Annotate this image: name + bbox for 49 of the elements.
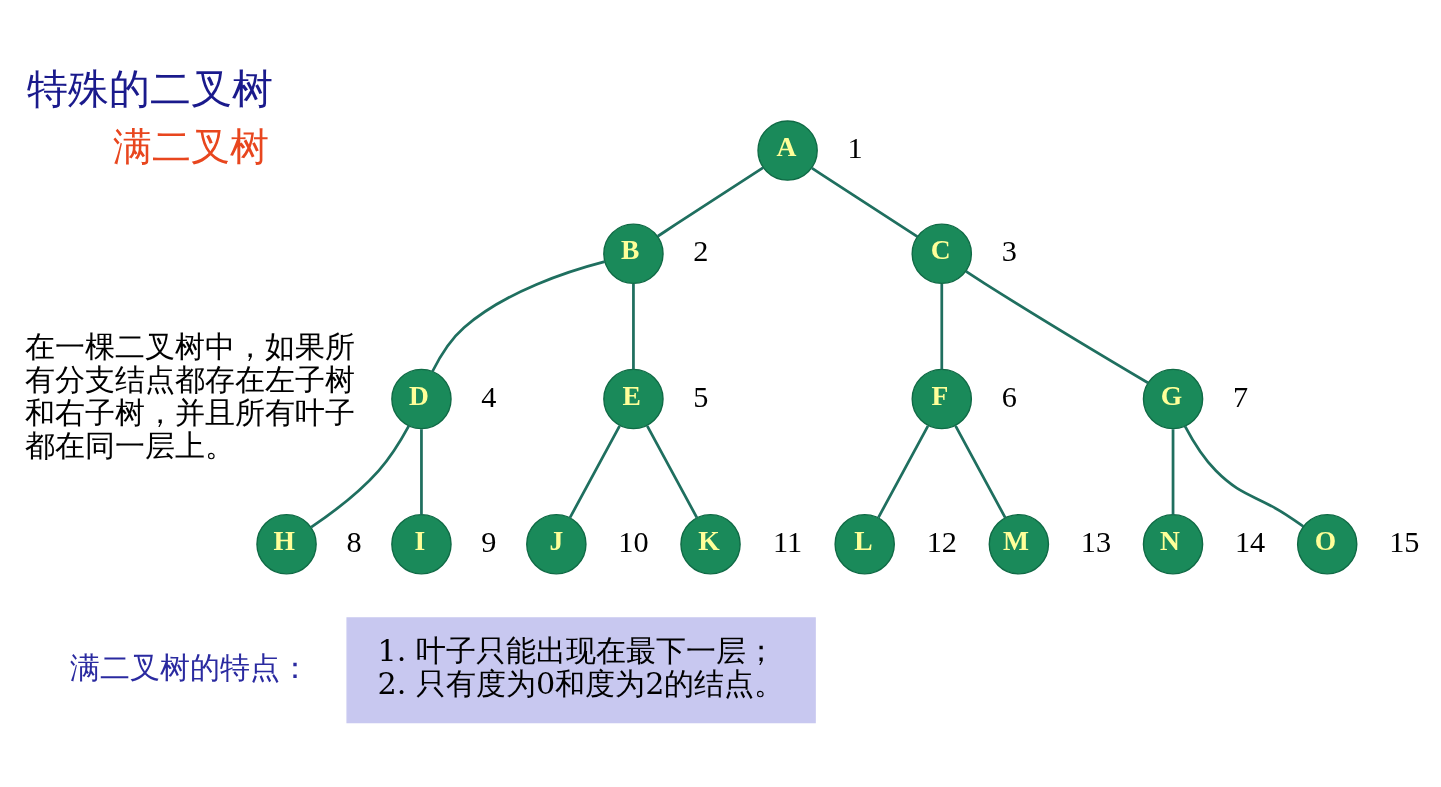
label: 满二叉树 (113, 124, 270, 170)
node-label: 14 (1234, 524, 1266, 559)
node-label: 13 (1080, 524, 1112, 559)
connector (1171, 429, 1175, 515)
node-label: 8 (346, 524, 362, 559)
node-box: 1. 叶子只能出现在最下一层； 2. 只有度为0和度为2的结点。 (346, 617, 816, 724)
connector (431, 260, 606, 373)
node-label: 3 (1001, 234, 1017, 269)
node-label: 7 (1232, 379, 1249, 414)
node-circle: H (256, 513, 317, 575)
node-circle: M (988, 513, 1050, 575)
connector (965, 270, 1149, 384)
node-circle: A (757, 120, 818, 181)
node-circle: E (603, 368, 664, 430)
node-label: 6 (1001, 379, 1017, 414)
node-circle: G (1142, 368, 1204, 430)
node-label: 2 (693, 234, 709, 269)
node-label: 10 (618, 524, 649, 559)
label: 满二叉树的特点： (69, 649, 310, 685)
node-circle: J (526, 513, 587, 575)
node-circle: B (603, 223, 664, 285)
node-circle: O (1296, 513, 1358, 575)
node-circle: C (911, 223, 973, 285)
diagram-title: 特殊的二叉树 (26, 65, 273, 114)
connector (940, 284, 944, 370)
node-circle: L (834, 513, 895, 575)
node-label: 1 (847, 131, 863, 166)
connector (811, 166, 919, 238)
node-label: 5 (693, 379, 709, 414)
node-label: 15 (1389, 524, 1420, 559)
node-label: 9 (481, 524, 497, 559)
node-circle: I (391, 513, 452, 575)
connector (568, 425, 621, 519)
connector (632, 284, 635, 370)
node-label: 11 (773, 524, 803, 559)
connector (1183, 425, 1305, 528)
label: 在一棵二叉树中，如果所有分支结点都存在左子树和右子树，并且所有叶子都在同一层上。 (25, 329, 356, 464)
connector (420, 429, 423, 515)
connector (657, 166, 764, 238)
node-circle: K (680, 513, 741, 575)
connector (310, 425, 411, 529)
connector (954, 425, 1007, 519)
node-circle: D (391, 368, 452, 430)
connector (646, 425, 699, 519)
node-circle: F (911, 368, 973, 430)
connector (877, 425, 930, 519)
node-label: 4 (481, 379, 497, 414)
node-circle: N (1142, 513, 1204, 575)
node-label: 12 (926, 524, 957, 559)
